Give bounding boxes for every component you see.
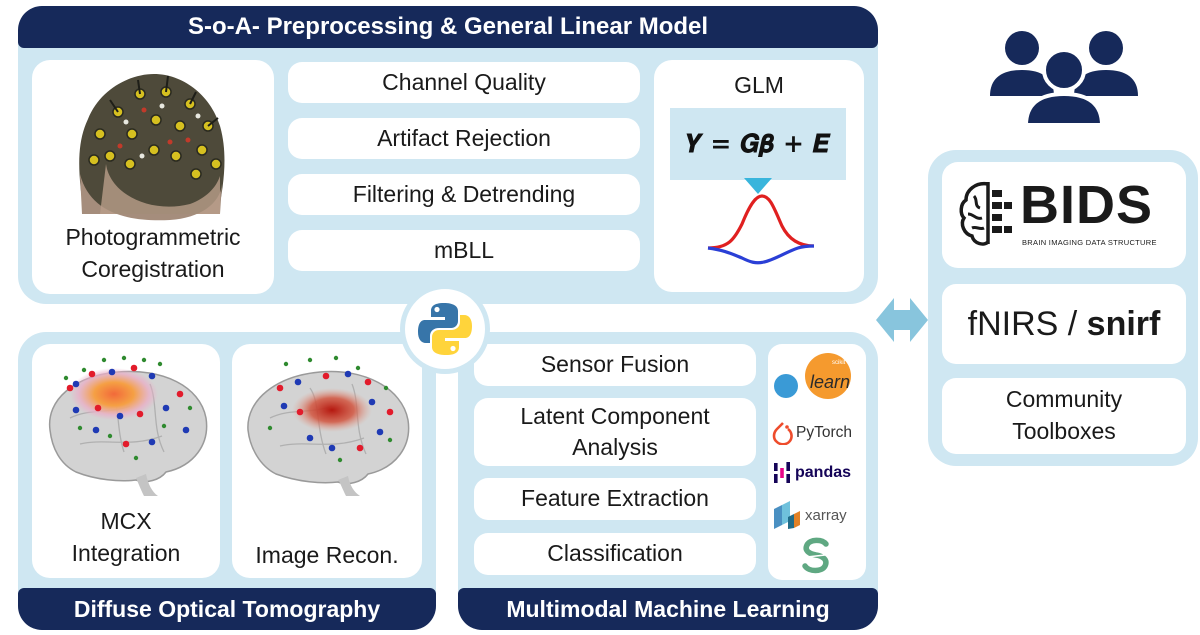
glm-card: GLM 𝒀 = 𝑮𝜷 + 𝑬 [654, 60, 864, 292]
step-latent-component-analysis: Latent Component Analysis [474, 398, 756, 466]
brain-mcx-image [48, 355, 208, 496]
step-channel-quality: Channel Quality [288, 62, 640, 103]
double-arrow-icon [876, 298, 928, 342]
mcx-card: MCX Integration [32, 344, 220, 578]
bids-subtitle: BRAIN IMAGING DATA STRUCTURE [1022, 238, 1157, 247]
pandas-bars-icon [774, 462, 790, 483]
scikit-learn-logo-icon: scikit learn [774, 353, 851, 399]
snirf-bold: snirf [1086, 304, 1161, 343]
toolboxes-label: Community Toolboxes [1005, 386, 1123, 444]
python-logo-icon [418, 303, 472, 355]
preprocessing-title: S-o-A- Preprocessing & General Linear Mo… [18, 6, 878, 48]
brain-recon-image [247, 355, 410, 496]
image-recon-card: Image Recon. [232, 344, 422, 578]
glm-equation: 𝒀 = 𝑮𝜷 + 𝑬 [686, 129, 830, 158]
bids-card: BIDS BRAIN IMAGING DATA STRUCTURE [942, 162, 1186, 268]
hrf-curve-icon [707, 178, 815, 265]
pytorch-flame-icon [772, 422, 793, 445]
xarray-logo: xarray [772, 500, 864, 530]
step-feature-extraction: Feature Extraction [474, 478, 756, 520]
glm-title: GLM [734, 72, 784, 98]
step-artifact-rejection: Artifact Rejection [288, 118, 640, 159]
bids-brain-icon [959, 181, 1012, 246]
community-people-icon [990, 31, 1138, 126]
snirf-prefix: fNIRS / [967, 304, 1087, 343]
statsmodels-logo-icon [802, 537, 829, 574]
pandas-logo: pandas [772, 460, 864, 486]
scikit-learn-text: learn [810, 372, 850, 392]
pandas-label: pandas [795, 464, 852, 481]
xarray-label: xarray [805, 506, 847, 524]
step-mbll: mBLL [288, 230, 640, 271]
scikit-small-text: scikit [832, 360, 846, 366]
ml-title: Multimodal Machine Learning [458, 588, 878, 630]
dot-title: Diffuse Optical Tomography [18, 588, 436, 630]
photogrammetric-card: Photogrammetric Coregistration [32, 60, 274, 294]
pytorch-label: PyTorch [796, 424, 852, 441]
photogrammetric-label: Photogrammetric Coregistration [65, 224, 241, 282]
glm-equation-box: 𝒀 = 𝑮𝜷 + 𝑬 [670, 108, 846, 180]
image-recon-label: Image Recon. [255, 542, 399, 568]
mcx-label: MCX Integration [71, 508, 181, 566]
pytorch-logo: PyTorch [772, 420, 864, 446]
toolboxes-card: Community Toolboxes [942, 378, 1186, 454]
snirf-card: fNIRS / snirf [942, 284, 1186, 364]
xarray-cubes-icon [774, 501, 800, 529]
eeg-cap-photo-image [79, 74, 225, 221]
step-sensor-fusion: Sensor Fusion [474, 344, 756, 386]
step-classification: Classification [474, 533, 756, 575]
bids-title: BIDS [1020, 175, 1154, 235]
ml-libraries-card: scikit learn PyTorch pandas xarray [768, 344, 866, 580]
step-filtering-detrending: Filtering & Detrending [288, 174, 640, 215]
python-logo-badge [400, 284, 490, 374]
